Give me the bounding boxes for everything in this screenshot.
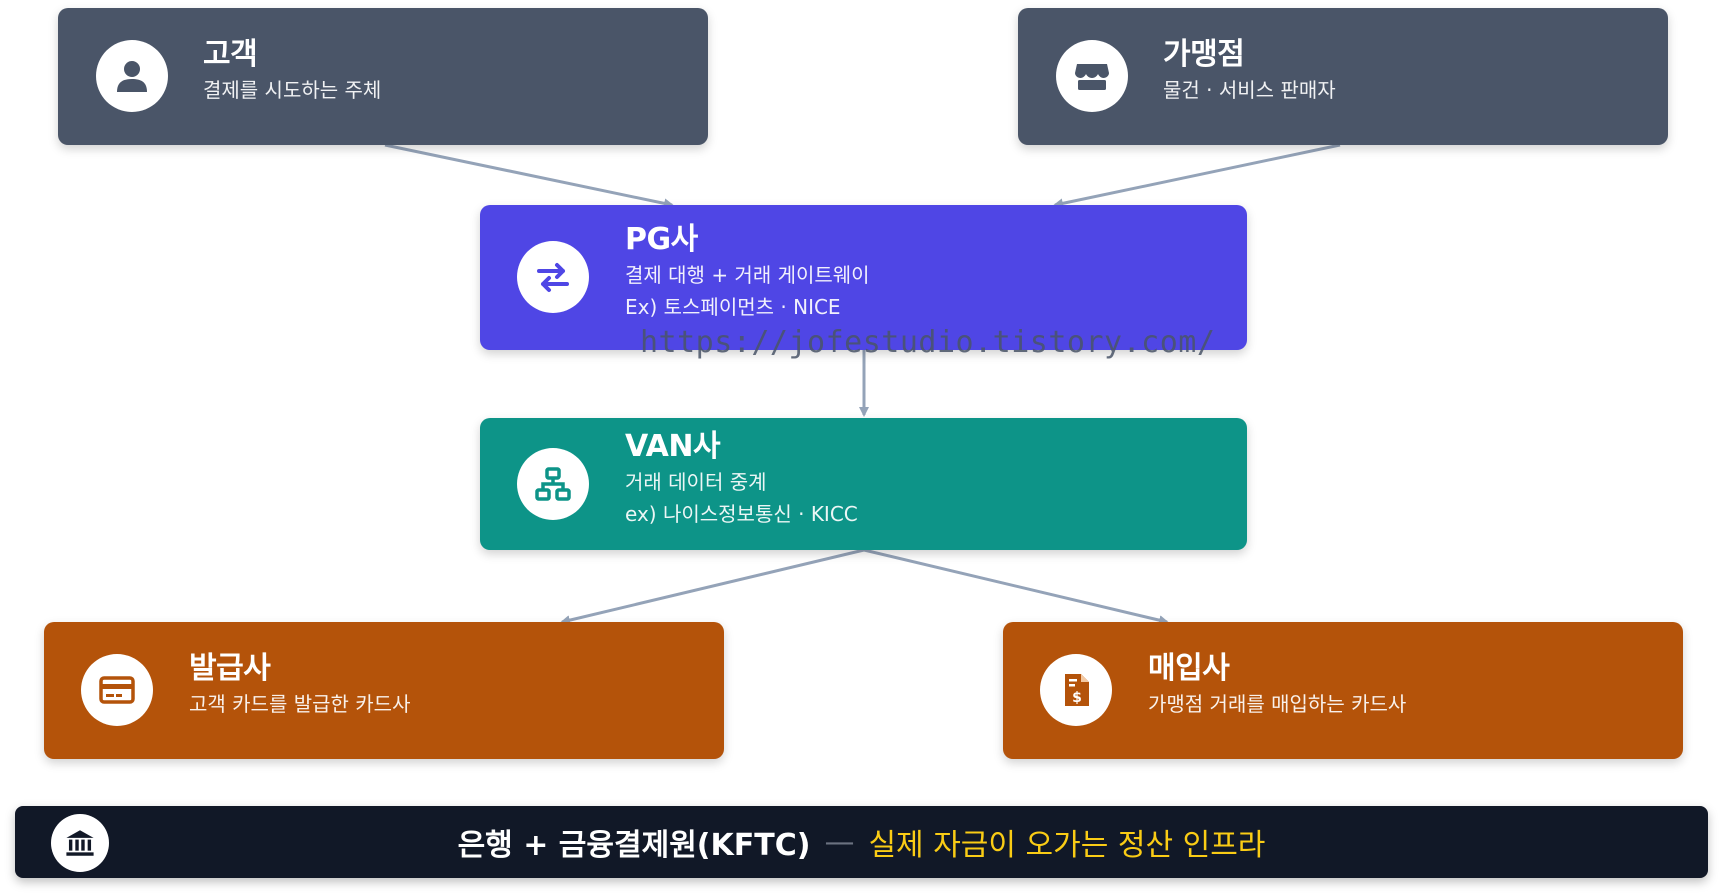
node-issuer-text: 발급사 고객 카드를 발급한 카드사 xyxy=(189,650,410,720)
node-acquirer-desc: 가맹점 거래를 매입하는 카드사 xyxy=(1148,692,1407,716)
node-van: VAN사 거래 데이터 중계 ex) 나이스정보통신 · KICC xyxy=(480,418,1247,550)
user-icon xyxy=(96,40,168,112)
arrow-customer-to-pg xyxy=(384,143,674,209)
node-acquirer: $ 매입사 가맹점 거래를 매입하는 카드사 xyxy=(1003,622,1683,759)
node-customer-title: 고객 xyxy=(203,37,258,72)
node-merchant: 가맹점 물건 · 서비스 판매자 xyxy=(1018,8,1668,145)
node-pg-desc: 결제 대행 + 거래 게이트웨이 xyxy=(625,263,870,287)
node-pg-example: Ex) 토스페이먼츠 · NICE xyxy=(625,295,841,319)
network-icon xyxy=(517,448,589,520)
svg-text:$: $ xyxy=(1072,690,1082,706)
bank-icon xyxy=(51,814,109,872)
node-merchant-desc: 물건 · 서비스 판매자 xyxy=(1163,78,1336,102)
node-customer-desc: 결제를 시도하는 주체 xyxy=(203,78,382,102)
node-van-text: VAN사 거래 데이터 중계 ex) 나이스정보통신 · KICC xyxy=(625,428,858,530)
node-issuer: 발급사 고객 카드를 발급한 카드사 xyxy=(44,622,724,759)
watermark-url: https://jofestudio.tistory.com/ xyxy=(640,325,1216,360)
node-van-desc: 거래 데이터 중계 xyxy=(625,470,767,494)
node-van-example: ex) 나이스정보통신 · KICC xyxy=(625,502,858,526)
store-icon xyxy=(1056,40,1128,112)
node-customer-text: 고객 결제를 시도하는 주체 xyxy=(203,36,381,106)
node-van-title: VAN사 xyxy=(625,429,721,464)
node-merchant-title: 가맹점 xyxy=(1163,37,1245,72)
node-acquirer-text: 매입사 가맹점 거래를 매입하는 카드사 xyxy=(1148,650,1406,720)
settlement-infra-dash: — xyxy=(824,824,855,860)
credit-card-icon xyxy=(81,654,153,726)
node-acquirer-title: 매입사 xyxy=(1148,651,1230,686)
node-customer: 고객 결제를 시도하는 주체 xyxy=(58,8,708,145)
node-merchant-text: 가맹점 물건 · 서비스 판매자 xyxy=(1163,36,1336,106)
settlement-infra-title: 은행 + 금융결제원(KFTC) xyxy=(457,828,811,863)
settlement-infra-desc: 실제 자금이 오가는 정산 인프라 xyxy=(868,828,1266,863)
invoice-dollar-icon: $ xyxy=(1040,654,1112,726)
arrow-van-to-issuer xyxy=(560,548,865,626)
node-pg: PG사 결제 대행 + 거래 게이트웨이 Ex) 토스페이먼츠 · NICE xyxy=(480,205,1247,350)
arrow-merchant-to-pg xyxy=(1053,143,1341,209)
arrow-van-to-acquirer xyxy=(863,548,1169,626)
node-issuer-desc: 고객 카드를 발급한 카드사 xyxy=(189,692,411,716)
node-pg-text: PG사 결제 대행 + 거래 게이트웨이 Ex) 토스페이먼츠 · NICE xyxy=(625,221,870,323)
exchange-icon xyxy=(517,241,589,313)
node-issuer-title: 발급사 xyxy=(189,651,271,686)
settlement-infra-text: 은행 + 금융결제원(KFTC) — 실제 자금이 오가는 정산 인프라 xyxy=(15,806,1708,878)
settlement-infra-bar: 은행 + 금융결제원(KFTC) — 실제 자금이 오가는 정산 인프라 xyxy=(15,806,1708,878)
node-pg-title: PG사 xyxy=(625,222,698,257)
